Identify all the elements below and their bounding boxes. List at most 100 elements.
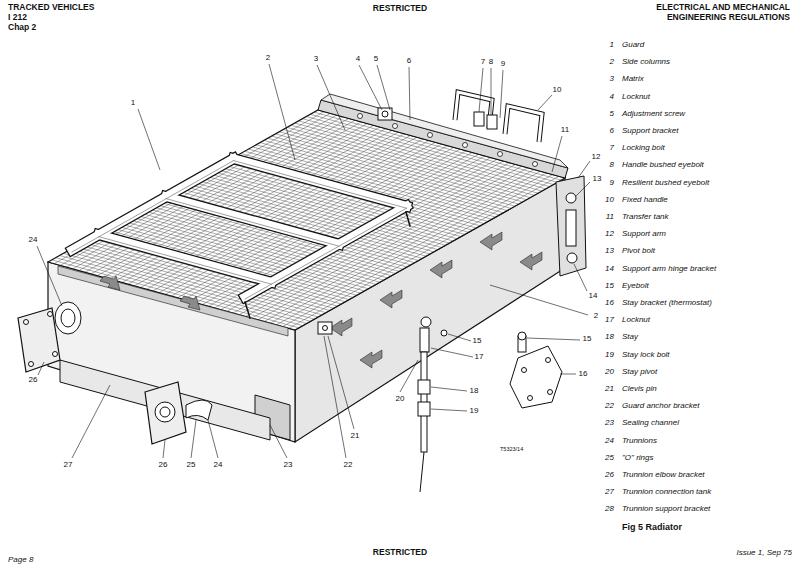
callout-number: 5 — [373, 54, 379, 63]
part-name: Locking bolt — [622, 143, 665, 152]
callout-number: 18 — [469, 386, 480, 395]
issue-date: Issue 1, Sep 75 — [736, 548, 792, 557]
part-number: 15 — [605, 281, 614, 290]
callout-number: 26 — [28, 375, 39, 384]
callout-number: 8 — [488, 57, 494, 66]
callout-number: 23 — [283, 460, 294, 469]
transfer-tank — [318, 100, 568, 178]
callout-number: 2 — [265, 53, 271, 62]
stay — [418, 317, 447, 492]
part-name: Handle bushed eyebolt — [622, 160, 704, 169]
hinge-bracket — [556, 176, 586, 276]
grid-line — [214, 169, 461, 237]
part-number: 23 — [605, 418, 614, 427]
callout-number: 3 — [313, 54, 319, 63]
part-name: Support arm — [622, 229, 666, 238]
part-number: 7 — [610, 143, 614, 152]
callout-number: 14 — [588, 291, 599, 300]
part-name: Support arm hinge bracket — [622, 264, 716, 273]
callout-number: 26 — [158, 460, 169, 469]
callout-number: 11 — [560, 125, 570, 134]
part-name: Trunnion support bracket — [622, 504, 710, 513]
header-text: I 212 — [8, 13, 27, 23]
part-number: 26 — [605, 470, 614, 479]
stay-bracket — [510, 332, 562, 408]
callout-number: 20 — [395, 394, 406, 403]
callout-number: 2 — [593, 311, 599, 320]
callout-number: 24 — [213, 460, 224, 469]
callout-number: 27 — [63, 460, 74, 469]
part-number: 14 — [605, 264, 614, 273]
trunnion-bracket — [18, 308, 60, 372]
callout-number: 1 — [130, 98, 136, 107]
part-number: 3 — [610, 74, 614, 83]
part-number: 12 — [605, 229, 614, 238]
callout-number: 24 — [28, 235, 39, 244]
part-number: 21 — [605, 384, 614, 393]
part-number: 1 — [610, 40, 614, 49]
part-name: Clevis pin — [622, 384, 657, 393]
callout-number: 21 — [350, 431, 361, 440]
part-number: 22 — [605, 401, 614, 410]
callout-number: 10 — [552, 85, 563, 94]
part-name: Resilient bushed eyebolt — [622, 178, 709, 187]
part-number: 4 — [610, 92, 614, 101]
part-name: Side columns — [622, 57, 670, 66]
grid-line — [245, 151, 492, 219]
callout-number: 9 — [500, 59, 506, 68]
part-name: Transfer tank — [622, 212, 669, 221]
grid-line — [314, 112, 561, 180]
part-number: 13 — [605, 246, 614, 255]
part-name: Locknut — [622, 315, 650, 324]
part-number: 16 — [605, 298, 614, 307]
part-name: Guard — [622, 40, 644, 49]
security-marking: RESTRICTED — [373, 548, 427, 558]
grid-line — [241, 153, 488, 221]
part-name: "O" rings — [622, 453, 653, 462]
callout-number: 6 — [406, 56, 412, 65]
part-number: 10 — [605, 195, 614, 204]
part-number: 2 — [610, 57, 614, 66]
guard-frame — [72, 159, 410, 318]
grid-line — [233, 158, 480, 226]
callout-number: 7 — [480, 57, 486, 66]
part-name: Trunnion elbow bracket — [622, 470, 705, 479]
part-name: Adjustment screw — [622, 109, 685, 118]
callout-number: 19 — [469, 406, 480, 415]
part-name: Pivot bolt — [622, 246, 655, 255]
leader-lines — [37, 64, 590, 458]
part-name: Sealing channel — [622, 418, 679, 427]
part-name: Matrix — [622, 74, 644, 83]
part-name: Trunnions — [622, 436, 657, 445]
callout-number: 22 — [343, 460, 354, 469]
header-text: Chap 2 — [8, 23, 36, 33]
part-name: Eyebolt — [622, 281, 649, 290]
part-number: 28 — [605, 504, 614, 513]
part-number: 8 — [610, 160, 614, 169]
part-name: Stay pivot — [622, 367, 657, 376]
part-name: Locknut — [622, 92, 650, 101]
part-number: 19 — [605, 350, 614, 359]
part-number: 18 — [605, 332, 614, 341]
grid-line — [252, 147, 499, 215]
callout-number: 13 — [592, 174, 603, 183]
part-number: 20 — [605, 367, 614, 376]
part-name: Stay lock bolt — [622, 350, 670, 359]
part-number: 17 — [605, 315, 614, 324]
part-number: 11 — [606, 212, 614, 221]
header-text: ELECTRICAL AND MECHANICAL ENGINEERING RE… — [608, 3, 790, 23]
drawing-number: T5323/14 — [500, 446, 523, 452]
callout-number: 15 — [472, 336, 483, 345]
grid-line — [249, 149, 496, 217]
figure-caption: Fig 5 Radiator — [622, 522, 682, 532]
part-name: Fixed handle — [622, 195, 668, 204]
callout-number: 15 — [582, 334, 593, 343]
callout-number: 17 — [474, 352, 485, 361]
callout-number: 25 — [186, 460, 197, 469]
part-name: Stay bracket (thermostat) — [622, 298, 712, 307]
header-text: TRACKED VEHICLES — [8, 3, 94, 13]
part-number: 25 — [605, 453, 614, 462]
callout-number: 4 — [355, 54, 361, 63]
page-number: Page 8 — [8, 555, 33, 564]
part-name: Guard anchor bracket — [622, 401, 699, 410]
